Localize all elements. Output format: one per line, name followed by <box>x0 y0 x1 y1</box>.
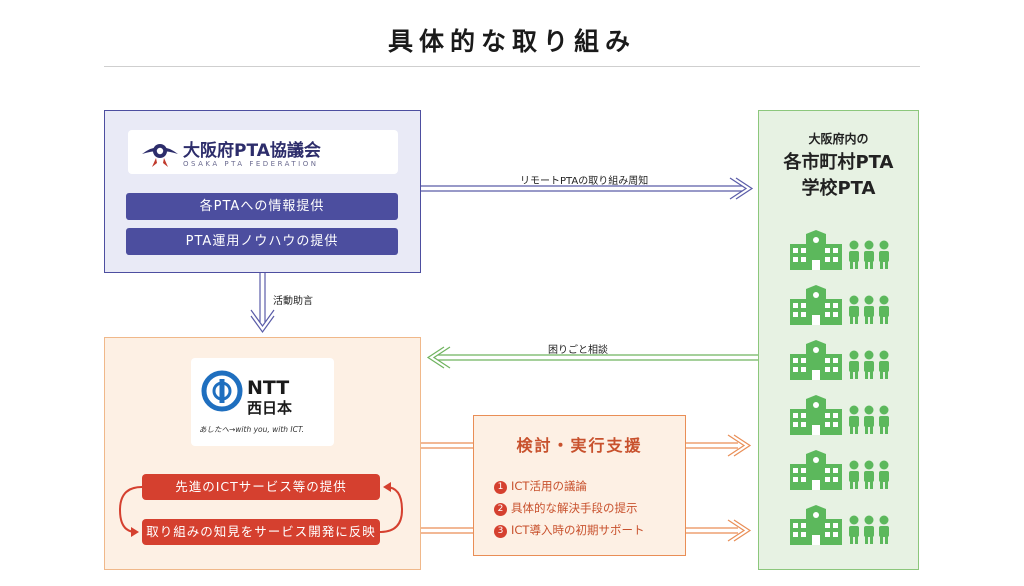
municipal-pta-heading-line2: 各市町村PTA <box>783 152 894 173</box>
people-icon <box>849 405 889 434</box>
arrow-ntt-to-support <box>421 442 473 534</box>
school-icon <box>790 285 842 325</box>
municipal-pta-panel <box>758 110 919 570</box>
support-box: 検討・実行支援 1 ICT活用の議論 2 具体的な解決手段の提示 3 ICT導入時の初… <box>473 415 686 556</box>
support-item-2: 2 具体的な解決手段の提示 <box>494 500 638 516</box>
osaka-pta-logo: 大阪府PTA協議会 OSAKA PTA FEDERATION <box>128 130 398 174</box>
cycle-arrow <box>118 482 404 537</box>
ntt-logo-text-line1: NTT <box>247 377 290 399</box>
people-icon <box>849 515 889 544</box>
ntt-logo-text: NTT 西日本 <box>247 378 292 418</box>
support-title: 検討・実行支援 <box>516 436 643 455</box>
flow-label-consult: 困りごと相談 <box>548 345 608 356</box>
osaka-item-info: 各PTAへの情報提供 <box>126 193 398 220</box>
arrow-remote <box>421 177 754 200</box>
osaka-item-knowhow: PTA運用ノウハウの提供 <box>126 228 398 255</box>
people-icon <box>849 240 889 269</box>
municipal-pta-heading-small: 大阪府内の <box>808 132 869 146</box>
ntt-slogan: あしたへ→with you, with ICT. <box>199 425 304 434</box>
support-item-1: 1 ICT活用の議論 <box>494 478 587 494</box>
support-item-text: ICT導入時の初期サポート <box>511 523 645 537</box>
ntt-logo-icon <box>201 370 243 412</box>
osaka-pta-subname: OSAKA PTA FEDERATION <box>183 160 319 168</box>
people-icon <box>849 460 889 489</box>
support-item-text: ICT活用の議論 <box>511 479 587 493</box>
flow-label-remote: リモートPTAの取り組み周知 <box>520 176 649 187</box>
ntt-west-logo: NTT 西日本 あしたへ→with you, with ICT. <box>191 358 334 446</box>
arrow-consult <box>426 346 758 369</box>
people-icon <box>849 350 889 379</box>
municipal-pta-heading: 各市町村PTA 学校PTA <box>758 150 919 202</box>
support-item-text: 具体的な解決手段の提示 <box>511 501 638 515</box>
page-title: 具体的な取り組み <box>387 27 636 56</box>
osaka-pta-emblem-icon <box>142 144 178 167</box>
number-badge: 2 <box>494 503 507 516</box>
school-icon <box>790 450 842 490</box>
arrow-advice <box>250 273 275 334</box>
school-icon <box>790 505 842 545</box>
arrow-support-to-pta <box>686 434 752 542</box>
school-icon <box>790 395 842 435</box>
ntt-logo-text-line2: 西日本 <box>247 399 293 417</box>
number-badge: 3 <box>494 525 507 538</box>
number-badge: 1 <box>494 481 507 494</box>
osaka-pta-name: 大阪府PTA協議会 <box>183 141 321 161</box>
flow-label-advice: 活動助言 <box>273 296 313 307</box>
support-item-3: 3 ICT導入時の初期サポート <box>494 522 644 538</box>
school-icon <box>790 340 842 380</box>
ntt-item-ict-services: 先進のICTサービス等の提供 <box>142 474 380 500</box>
title-divider <box>104 66 920 67</box>
municipal-pta-heading-line3: 学校PTA <box>801 178 876 199</box>
people-icon <box>849 295 889 324</box>
school-icon <box>790 230 842 270</box>
ntt-item-feedback: 取り組みの知見をサービス開発に反映 <box>142 519 380 545</box>
